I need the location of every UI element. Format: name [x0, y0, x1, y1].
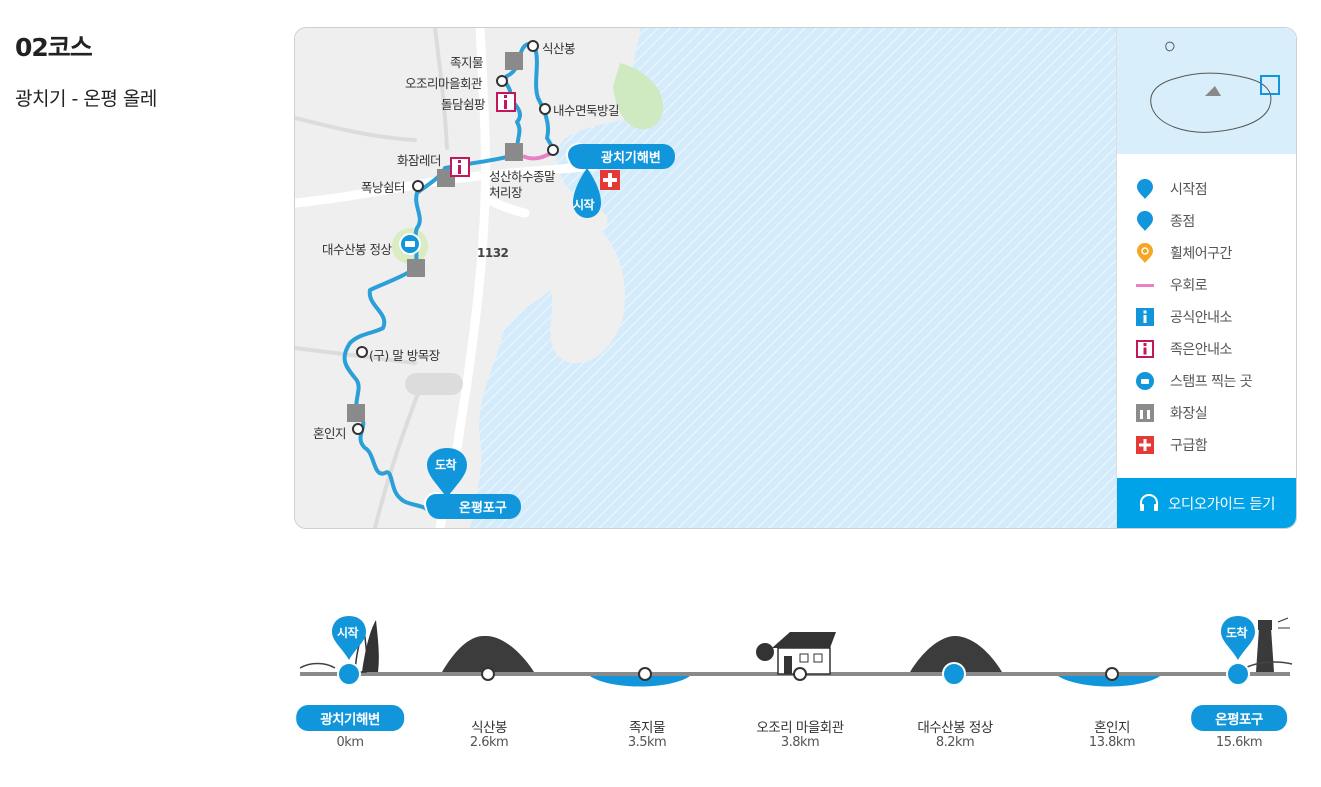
jeju-island-outline — [1150, 41, 1280, 133]
label-pokrang[interactable]: 폭낭쉼터 — [361, 180, 406, 195]
stop-name[interactable]: 족지물 — [629, 720, 665, 736]
road-number: 1132 — [477, 246, 509, 260]
label-honinji[interactable]: 혼인지 — [313, 426, 347, 441]
legend-item-wheelchair: 휠체어구간 — [1135, 237, 1252, 269]
course-profile: 시작 도착 — [0, 590, 1321, 780]
legend-label: 구급함 — [1170, 438, 1208, 454]
map-legend: 시작점 종점 휠체어구간 우회로 공식안내소 족은안내소 — [1116, 28, 1296, 528]
legend-item-stamp: 스탬프 찍는 곳 — [1135, 365, 1253, 397]
legend-label: 화장실 — [1170, 406, 1208, 422]
stop-name[interactable]: 식산봉 — [471, 720, 507, 736]
ojori-house-art — [756, 632, 836, 675]
label-seongsan-plant-1[interactable]: 성산하수종말 — [489, 169, 556, 184]
route-waypoints — [352, 40, 559, 435]
label-naesu-path[interactable]: 내수면둑방길 — [553, 103, 620, 118]
legend-label: 스탬프 찍는 곳 — [1170, 374, 1253, 390]
end-pin — [427, 448, 467, 498]
profile-end-pin — [1221, 616, 1255, 660]
label-seongsan-plant-2[interactable]: 처리장 — [489, 185, 523, 200]
small-info-icon — [1136, 340, 1154, 358]
profile-stamp-daesusan — [942, 662, 966, 686]
stop-km: 3.5km — [627, 735, 667, 750]
start-pin-icon — [1137, 179, 1153, 199]
honinji-water — [1058, 676, 1160, 687]
label-doldam-rest[interactable]: 돌담쉼팡 — [441, 97, 486, 112]
stop-name-end[interactable]: 온평포구 — [1191, 705, 1287, 731]
course-title: 02코스 — [15, 33, 93, 62]
label-siksanbong[interactable]: 식산봉 — [542, 41, 576, 56]
profile-end-badge: 도착 — [1226, 626, 1248, 640]
legend-item-start: 시작점 — [1135, 173, 1252, 205]
minimap[interactable] — [1117, 28, 1296, 154]
audio-guide-button[interactable]: 오디오가이드 듣기 — [1117, 478, 1296, 528]
legend-item-end: 종점 — [1135, 205, 1252, 237]
course-map[interactable]: 1132 시작 도착 광치기해변 온평포구 식산봉 족지물 오조리마을회관 돌담… — [294, 27, 1297, 529]
stop-name[interactable]: 대수산봉 정상 — [917, 720, 993, 736]
road-number-badge — [405, 373, 463, 395]
end-label[interactable]: 온평포구 — [427, 494, 521, 519]
small-info-glyphs — [458, 95, 507, 174]
legend-label: 휠체어구간 — [1170, 246, 1232, 262]
legend-label: 우회로 — [1170, 278, 1208, 294]
profile-illustration — [299, 616, 1293, 687]
stop-km: 3.8km — [780, 735, 820, 750]
stop-name-start[interactable]: 광치기해변 — [296, 705, 404, 731]
stop-km: 13.8km — [1088, 735, 1136, 750]
legend-list: 시작점 종점 휠체어구간 우회로 공식안내소 족은안내소 — [1135, 173, 1253, 461]
label-ojori-hall[interactable]: 오조리마을회관 — [405, 76, 483, 91]
detour-line-icon — [1136, 284, 1154, 287]
minor-roads — [295, 28, 449, 528]
legend-label: 종점 — [1170, 214, 1195, 230]
label-horse-ranch[interactable]: (구) 말 방목장 — [369, 348, 440, 363]
stamp-icon — [1136, 372, 1154, 390]
legend-label: 족은안내소 — [1170, 342, 1232, 358]
profile-stamp-start — [337, 662, 361, 686]
stop-km: 15.6km — [1215, 735, 1263, 750]
end-pin-label: 도착 — [435, 458, 457, 472]
legend-item-first-aid: 구급함 — [1135, 429, 1252, 461]
daesusan-hill-art — [910, 636, 1002, 672]
start-label[interactable]: 광치기해변 — [569, 144, 675, 169]
legend-item-restroom: 화장실 — [1135, 397, 1252, 429]
legend-item-official-info: 공식안내소 — [1135, 301, 1252, 333]
label-hwajam[interactable]: 화잠레더 — [397, 153, 442, 168]
profile-stamp-end — [1226, 662, 1250, 686]
legend-label: 시작점 — [1170, 182, 1208, 198]
wheelchair-pin-icon — [1137, 243, 1153, 263]
legend-item-detour: 우회로 — [1135, 269, 1252, 301]
restroom-icon — [1136, 404, 1154, 422]
profile-start-pin — [332, 616, 366, 660]
stop-km: 0km — [336, 735, 364, 750]
first-aid-icon — [1136, 436, 1154, 454]
official-info-icon — [1136, 308, 1154, 326]
start-pin — [573, 168, 601, 218]
legend-item-small-info: 족은안내소 — [1135, 333, 1252, 365]
jokjimul-water — [590, 676, 690, 687]
label-daesusan[interactable]: 대수산봉 정상 — [322, 242, 392, 257]
end-pin-icon — [1137, 211, 1153, 231]
stop-km: 8.2km — [935, 735, 975, 750]
headphones-icon — [1140, 493, 1159, 511]
profile-start-badge: 시작 — [337, 626, 359, 640]
start-pin-label: 시작 — [573, 198, 595, 212]
siksanbong-hill — [442, 635, 534, 672]
stop-name[interactable]: 혼인지 — [1094, 720, 1130, 736]
first-aid-icon — [600, 170, 620, 190]
profile-waypoints — [481, 667, 1119, 681]
course-subtitle: 광치기 - 온평 올레 — [15, 88, 157, 110]
coast-detail — [538, 201, 625, 364]
audio-guide-label: 오디오가이드 듣기 — [1168, 496, 1275, 513]
label-jokjimul[interactable]: 족지물 — [450, 55, 484, 70]
stop-name[interactable]: 오조리 마을회관 — [756, 720, 844, 736]
hill-green — [613, 63, 664, 130]
sea-area — [470, 28, 1296, 528]
legend-label: 공식안내소 — [1170, 310, 1232, 326]
stop-km: 2.6km — [469, 735, 509, 750]
